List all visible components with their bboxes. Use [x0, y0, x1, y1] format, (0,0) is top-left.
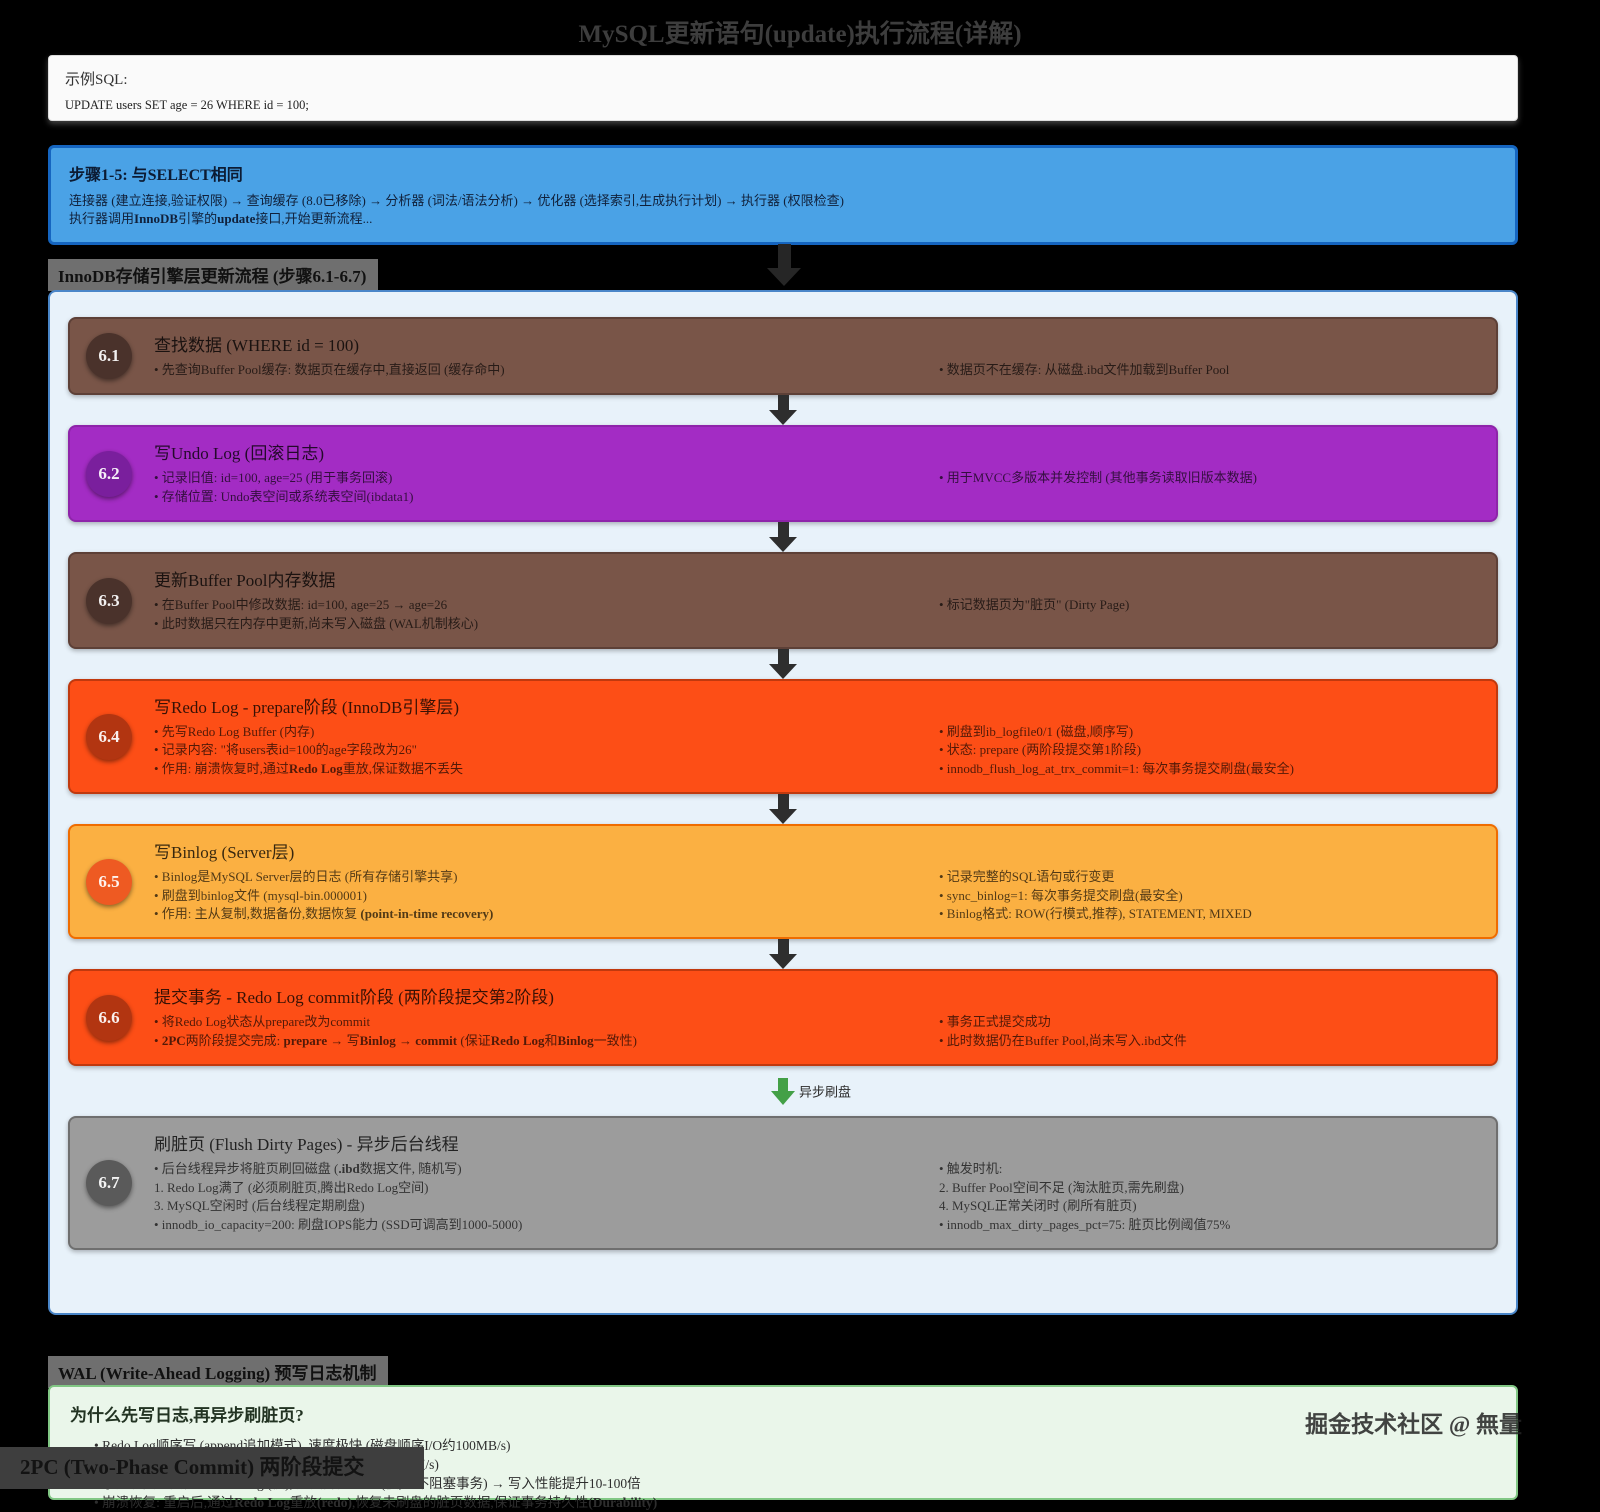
step-bullet: • 记录完整的SQL语句或行变更: [939, 869, 1115, 885]
step-badge: 6.7: [86, 1160, 132, 1207]
step-bullet: 2. Buffer Pool空间不足 (淘汰脏页,需先刷盘): [939, 1179, 1184, 1195]
step-bullet: • 先查询Buffer Pool缓存: 数据页在缓存中,直接返回 (缓存命中): [154, 362, 505, 377]
step-badge: 6.6: [86, 994, 132, 1041]
down-arrow-icon: [769, 794, 797, 825]
down-arrow-icon: [769, 395, 797, 426]
step-box-6-1: 6.1 查找数据 (WHERE id = 100) • 先查询Buffer Po…: [68, 317, 1498, 396]
steps-1-5-pipeline: 连接器 (建立连接,验证权限) → 查询缓存 (8.0已移除) → 分析器 (词…: [69, 193, 844, 208]
step-bullet: • 作用: 崩溃恢复时,通过Redo Log重放,保证数据不丢失: [154, 760, 463, 776]
wal-section-header: WAL (Write-Ahead Logging) 预写日志机制: [48, 1356, 389, 1388]
step-box-6-4: 6.4 写Redo Log - prepare阶段 (InnoDB引擎层) • …: [68, 679, 1498, 795]
step-bullet: • 在Buffer Pool中修改数据: id=100, age=25 → ag…: [154, 597, 448, 613]
step-bullet: • Binlog格式: ROW(行模式,推荐), STATEMENT, MIXE…: [939, 906, 1252, 922]
step-bullet: • 记录旧值: id=100, age=25 (用于事务回滚): [154, 470, 393, 486]
why-bullet: • 崩溃恢复: 重启后,通过Redo Log重放(redo),恢复未刷盘的脏页数…: [94, 1495, 658, 1510]
step-bullet: • 刷盘到binlog文件 (mysql-bin.000001): [154, 887, 367, 903]
step-bullet: • 先写Redo Log Buffer (内存): [154, 724, 315, 740]
step-bullet: • 此时数据仍在Buffer Pool,尚未写入.ibd文件: [939, 1032, 1187, 1048]
step-bullet: • 作用: 主从复制,数据备份,数据恢复 (point-in-time reco…: [154, 906, 494, 922]
why-log-first-title: 为什么先写日志,再异步刷脏页?: [70, 1406, 304, 1425]
step-bullet: • 用于MVCC多版本并发控制 (其他事务读取旧版本数据): [939, 470, 1257, 486]
step-bullet: • 触发时机:: [939, 1161, 1003, 1177]
step-box-6-6: 6.6 提交事务 - Redo Log commit阶段 (两阶段提交第2阶段)…: [68, 969, 1498, 1067]
innodb-flow-container: 6.1 查找数据 (WHERE id = 100) • 先查询Buffer Po…: [48, 290, 1518, 1315]
sample-sql-code: UPDATE users SET age = 26 WHERE id = 100…: [65, 98, 309, 112]
watermark: 掘金技术社区 @ 無量: [1305, 1412, 1522, 1437]
step-bullet: • innodb_flush_log_at_trx_commit=1: 每次事务…: [939, 760, 1294, 776]
step-box-6-3: 6.3 更新Buffer Pool内存数据 • 在Buffer Pool中修改数…: [68, 552, 1498, 650]
step-title: 提交事务 - Redo Log commit阶段 (两阶段提交第2阶段): [154, 988, 554, 1008]
step-title: 更新Buffer Pool内存数据: [154, 571, 336, 591]
down-arrow-icon: [769, 522, 797, 553]
step-badge: 6.1: [86, 333, 132, 380]
step-bullet: • 数据页不在缓存: 从磁盘.ibd文件加载到Buffer Pool: [939, 362, 1230, 377]
step-bullet: • sync_binlog=1: 每次事务提交刷盘(最安全): [939, 887, 1183, 903]
step-bullet: • Binlog是MySQL Server层的日志 (所有存储引擎共享): [154, 869, 458, 885]
step-badge: 6.2: [86, 450, 132, 497]
step-title: 写Binlog (Server层): [154, 843, 295, 863]
step-bullet: 1. Redo Log满了 (必须刷脏页,腾出Redo Log空间): [154, 1179, 429, 1195]
innodb-section-header: InnoDB存储引擎层更新流程 (步骤6.1-6.7): [48, 259, 379, 291]
step-bullet: • 事务正式提交成功: [939, 1014, 1051, 1030]
async-flush-label: 异步刷盘: [799, 1084, 852, 1100]
step-badge: 6.3: [86, 577, 132, 624]
step-bullet: • 此时数据只在内存中更新,尚未写入磁盘 (WAL机制核心): [154, 615, 479, 631]
step-bullet: • 2PC两阶段提交完成: prepare → 写Binlog → commit…: [154, 1032, 638, 1048]
step-bullet: • 状态: prepare (两阶段提交第1阶段): [939, 742, 1142, 758]
step-bullet: • innodb_io_capacity=200: 刷盘IOPS能力 (SSD可…: [154, 1216, 523, 1232]
step-bullet: • 记录内容: "将users表id=100的age字段改为26": [154, 742, 417, 758]
steps-1-5-box: 步骤1-5: 与SELECT相同 连接器 (建立连接,验证权限) → 查询缓存 …: [48, 145, 1518, 245]
sample-sql-label: 示例SQL:: [65, 72, 128, 88]
step-bullet: • 存储位置: Undo表空间或系统表空间(ibdata1): [154, 488, 414, 504]
step-badge: 6.4: [86, 713, 132, 760]
down-arrow-icon: [769, 939, 797, 970]
step-bullet: • 刷盘到ib_logfile0/1 (磁盘,顺序写): [939, 724, 1134, 740]
step-bullet: • 将Redo Log状态从prepare改为commit: [154, 1014, 371, 1030]
step-title: 查找数据 (WHERE id = 100): [154, 336, 360, 355]
step-bullet: • 后台线程异步将脏页刷回磁盘 (.ibd数据文件, 随机写): [154, 1161, 462, 1177]
step-box-6-5: 6.5 写Binlog (Server层) • Binlog是MySQL Ser…: [68, 824, 1498, 940]
step-bullet: • innodb_max_dirty_pages_pct=75: 脏页比例阈值7…: [939, 1216, 1231, 1232]
steps-1-5-note: 执行器调用InnoDB引擎的update接口,开始更新流程...: [69, 211, 373, 226]
step-bullet: • 标记数据页为"脏页" (Dirty Page): [939, 597, 1130, 613]
step-bullet: 3. MySQL空闲时 (后台线程定期刷盘): [154, 1198, 365, 1214]
down-arrow-icon: [769, 649, 797, 680]
step-box-6-7: 6.7 刷脏页 (Flush Dirty Pages) - 异步后台线程 • 后…: [68, 1116, 1498, 1250]
down-arrow-icon: [767, 244, 801, 286]
step-bullet: 4. MySQL正常关闭时 (刷所有脏页): [939, 1198, 1137, 1214]
async-flush-arrow-icon: [771, 1077, 795, 1105]
step-box-6-2: 6.2 写Undo Log (回滚日志) • 记录旧值: id=100, age…: [68, 425, 1498, 523]
sample-sql-box: 示例SQL: UPDATE users SET age = 26 WHERE i…: [48, 55, 1518, 121]
steps-1-5-title: 步骤1-5: 与SELECT相同: [69, 167, 243, 184]
step-title: 写Undo Log (回滚日志): [154, 444, 324, 464]
step-title: 写Redo Log - prepare阶段 (InnoDB引擎层): [154, 698, 459, 718]
page-title: MySQL更新语句(update)执行流程(详解): [578, 21, 1022, 48]
step-badge: 6.5: [86, 858, 132, 905]
two-phase-commit-header: 2PC (Two-Phase Commit) 两阶段提交: [0, 1447, 425, 1489]
step-title: 刷脏页 (Flush Dirty Pages) - 异步后台线程: [154, 1135, 459, 1155]
